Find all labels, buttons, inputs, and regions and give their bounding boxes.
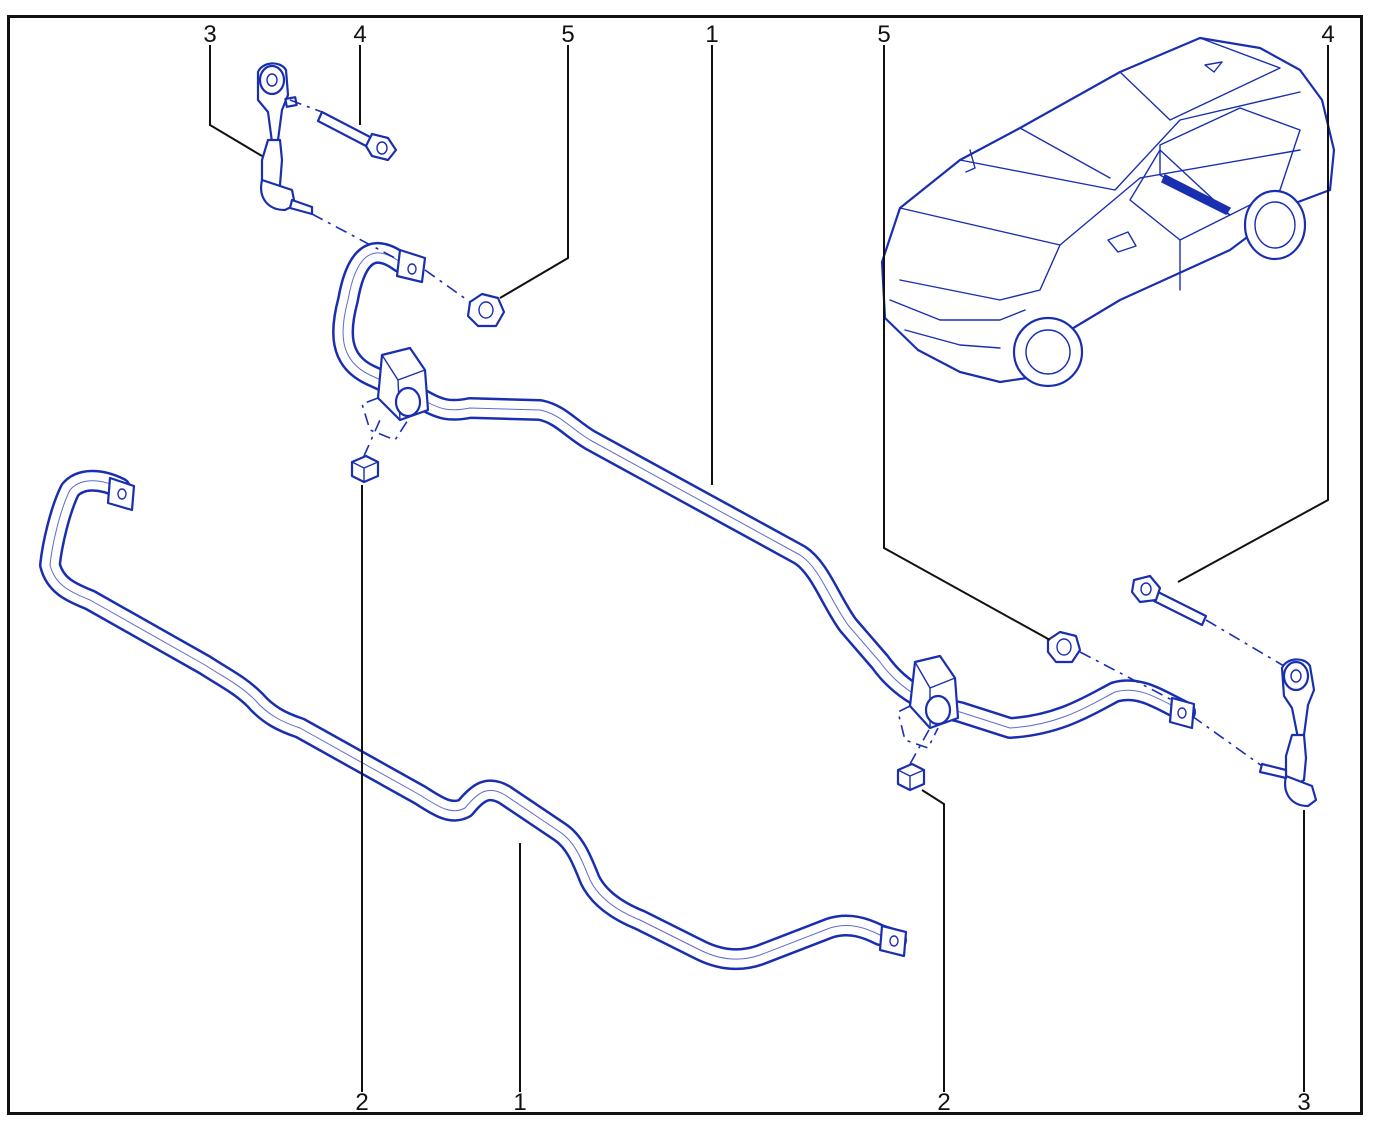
callout-5-top-left: 5 [561,21,574,48]
bushing-nut-right [896,762,926,792]
nut-left [466,292,506,328]
stabilizer-bar-rear [39,469,908,971]
vehicle-locator-illustration [880,36,1336,388]
diagram-frame [7,15,1363,1115]
leader-lines [209,45,1329,1092]
stabilizer-bar-front [332,242,1196,749]
bolt-left [316,110,398,162]
bolt-right [1130,574,1208,627]
stabilizer-link-right [1258,658,1318,808]
callout-4-top-right: 4 [1321,21,1334,48]
callout-5-top-right: 5 [877,21,890,48]
callout-1-top: 1 [705,21,718,48]
callout-4-top-left: 4 [353,21,366,48]
callout-2-bottom-right: 2 [937,1089,950,1116]
bushing-nut-left [350,454,380,484]
callout-3-bottom: 3 [1297,1089,1310,1116]
callout-3-top: 3 [203,21,216,48]
callout-1-bottom: 1 [513,1089,526,1116]
nut-right [1046,630,1082,664]
callout-labels: 3 4 5 1 5 4 2 1 2 3 [203,21,1334,1116]
callout-2-bottom-left: 2 [355,1089,368,1116]
stabilizer-link-left [256,62,314,216]
assembly-axes [289,99,1285,767]
